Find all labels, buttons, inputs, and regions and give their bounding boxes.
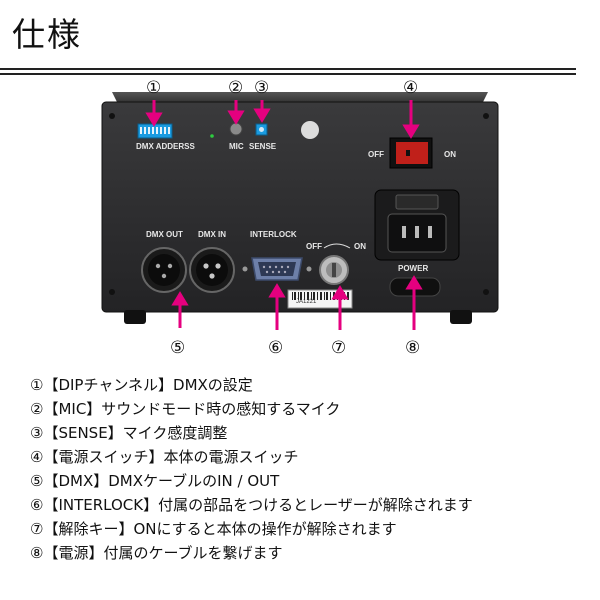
case-top-edge (112, 92, 488, 104)
foot-left (124, 310, 146, 324)
callout-6: ⑥ (268, 338, 284, 358)
callout-7: ⑦ (331, 338, 347, 358)
callout-1: ① (146, 78, 162, 98)
label-dmx-in: DMX IN (198, 230, 226, 239)
sticker-dot (301, 121, 319, 139)
device-drawing (101, 92, 499, 330)
callout-3: ③ (254, 78, 270, 98)
screw (483, 113, 489, 119)
screw (483, 289, 489, 295)
dip-switch (137, 123, 173, 139)
spec-list: ①【DIPチャンネル】DMXの設定 ②【MIC】サウンドモード時の感知するマイク… (30, 373, 590, 565)
label-switch-off: OFF (368, 150, 384, 159)
device-rear-panel-illustration: ① ② ③ ④ ⑤ ⑥ ⑦ ⑧ DMX ADDERSS MIC SENSE OF… (92, 78, 508, 382)
status-led (210, 134, 214, 138)
fuse-drawer (395, 194, 439, 210)
label-switch-on: ON (444, 150, 456, 159)
label-sense: SENSE (249, 142, 277, 151)
label-dmx-address: DMX ADDERSS (136, 142, 195, 151)
spec-item-1: ①【DIPチャンネル】DMXの設定 (30, 376, 253, 394)
callout-4: ④ (403, 78, 419, 98)
page-title: 仕様 (12, 15, 82, 54)
label-power: POWER (398, 264, 429, 273)
callout-2: ② (228, 78, 244, 98)
callout-5: ⑤ (170, 338, 186, 358)
label-key-on: ON (354, 242, 366, 251)
label-dmx-out: DMX OUT (146, 230, 183, 239)
foot-right (450, 310, 472, 324)
rocker-switch (396, 142, 428, 164)
label-interlock: INTERLOCK (250, 230, 297, 239)
title-underline (0, 68, 576, 70)
spec-item-7: ⑦【解除キー】ONにすると本体の操作が解除されます (30, 520, 397, 538)
spec-item-3: ③【SENSE】マイク感度調整 (30, 424, 228, 442)
label-serial: JA1221 (296, 299, 317, 305)
spec-item-6: ⑥【INTERLOCK】付属の部品をつけるとレーザーが解除されます (30, 496, 473, 514)
title-underline-lower (0, 73, 576, 75)
label-mic: MIC (229, 142, 244, 151)
label-key-off: OFF (306, 242, 322, 251)
spec-item-5: ⑤【DMX】DMXケーブルのIN / OUT (30, 472, 280, 490)
callout-8: ⑧ (405, 338, 421, 358)
screw (109, 289, 115, 295)
spec-item-4: ④【電源スイッチ】本体の電源スイッチ (30, 448, 299, 466)
screw (109, 113, 115, 119)
spec-item-2: ②【MIC】サウンドモード時の感知するマイク (30, 400, 341, 418)
spec-item-8: ⑧【電源】付属のケーブルを繋げます (30, 544, 283, 562)
